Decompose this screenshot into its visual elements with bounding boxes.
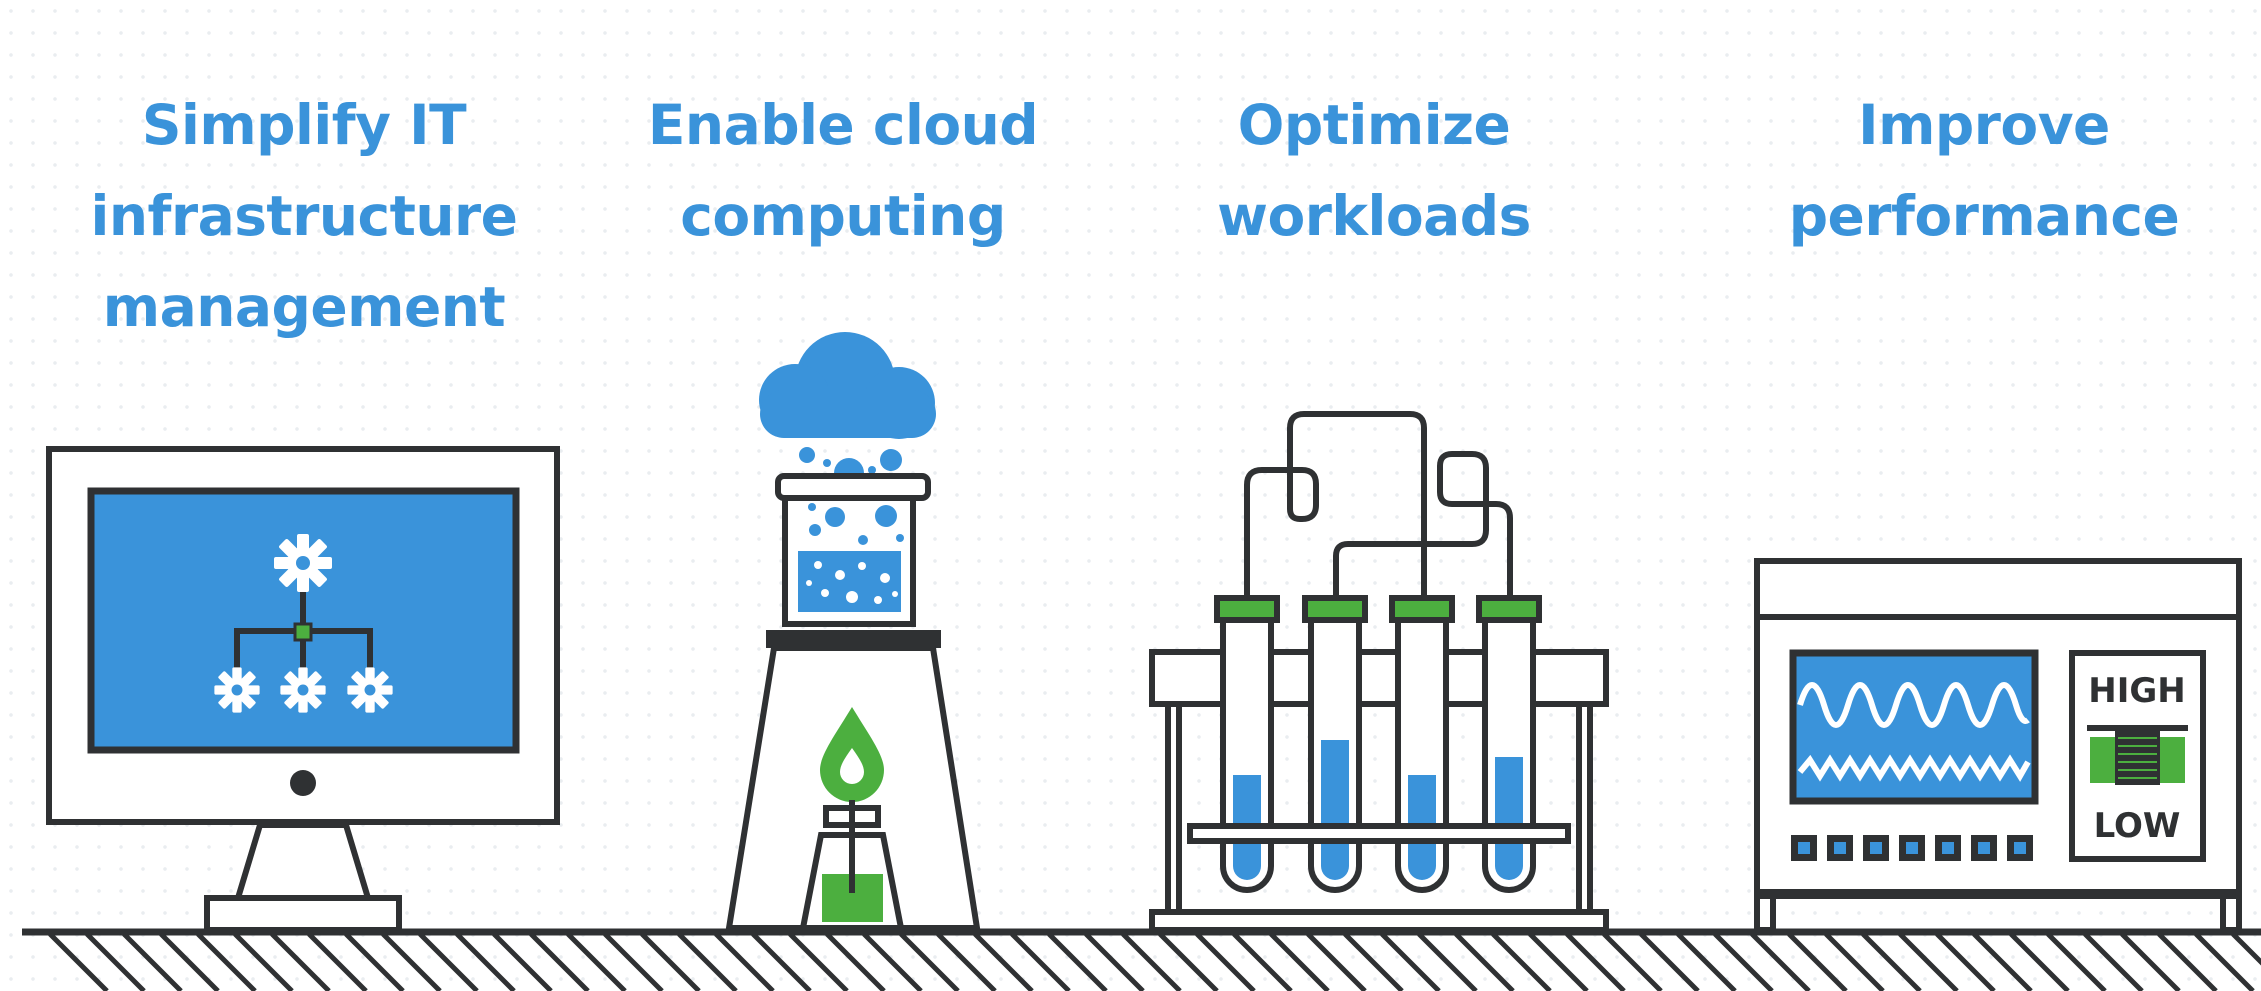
floor-hatch-line xyxy=(2083,934,2144,991)
floor-hatch-line xyxy=(899,934,960,991)
floor-hatch-line xyxy=(2046,934,2107,991)
floor-hatch-line xyxy=(1787,934,1848,991)
floor-hatch-line xyxy=(973,934,1034,991)
floor-hatch-line xyxy=(122,934,183,991)
floor-hatch-line xyxy=(1380,934,1441,991)
floor-hatch-line xyxy=(825,934,886,991)
bunsen-burner xyxy=(799,707,905,931)
headline-optimize-workloads: Optimize workloads xyxy=(1217,80,1531,262)
floor-hatch-line xyxy=(344,934,405,991)
floor-hatch-line xyxy=(2231,934,2261,966)
floor xyxy=(22,928,2261,991)
floor-hatch-line xyxy=(1047,934,1108,991)
floor-hatch-line xyxy=(1750,934,1811,991)
floor-hatch-line xyxy=(1639,934,1700,991)
test-tubes xyxy=(1187,595,1571,893)
floor-hatch-line xyxy=(714,934,775,991)
headline-line: performance xyxy=(1788,184,2180,248)
headline-line: Optimize xyxy=(1237,93,1511,157)
floor-hatch-line xyxy=(677,934,738,991)
floor-hatch-line xyxy=(2157,934,2218,991)
floor-hatch-line xyxy=(1491,934,1552,991)
waveform-zigzag xyxy=(1797,754,2031,782)
floor-hatch-line xyxy=(1269,934,1330,991)
floor-hatch-line xyxy=(751,934,812,991)
floor-hatch-line xyxy=(1417,934,1478,991)
floor-hatch-line xyxy=(1935,934,1996,991)
floor-hatch-line xyxy=(2009,934,2070,991)
analyzer-machine: HIGH LOW xyxy=(1754,558,2242,933)
floor-hatch-line xyxy=(1972,934,2033,991)
gauge-low-label: LOW xyxy=(2094,806,2181,846)
test-tube xyxy=(1214,595,1280,893)
slider-handle xyxy=(2115,727,2160,785)
beaker xyxy=(775,473,931,627)
floor-hatch-line xyxy=(1454,934,1515,991)
floor-hatch-line xyxy=(566,934,627,991)
floor-hatch-line xyxy=(159,934,220,991)
floor-hatch-line xyxy=(48,934,109,991)
floor-hatch-line xyxy=(1084,934,1145,991)
floor-hatch-line xyxy=(85,934,146,991)
floor-hatch-line xyxy=(2194,934,2255,991)
floor-hatch-line xyxy=(418,934,479,991)
floor-hatch-line xyxy=(1343,934,1404,991)
floor-hatch-line xyxy=(1158,934,1219,991)
headline-simplify-it: Simplify IT infrastructure management xyxy=(91,80,518,353)
floor-hatch-line xyxy=(1121,934,1182,991)
test-tube-tubing xyxy=(1244,411,1513,598)
floor-hatch-line xyxy=(381,934,442,991)
test-tube xyxy=(1302,595,1368,893)
waveform-sine xyxy=(1797,682,2030,728)
test-tube xyxy=(1389,595,1455,893)
floor-hatch-line xyxy=(640,934,701,991)
headline-enable-cloud: Enable cloud computing xyxy=(647,80,1039,262)
floor-hatch-line xyxy=(1602,934,1663,991)
cloud-icon xyxy=(759,332,936,439)
floor-hatch-line xyxy=(270,934,331,991)
floor-hatch-line xyxy=(233,934,294,991)
headline-line: Simplify IT xyxy=(141,93,467,157)
floor-hatch-line xyxy=(936,934,997,991)
floor-hatch-line xyxy=(1565,934,1626,991)
headline-line: management xyxy=(102,275,506,339)
floor-hatch-line xyxy=(307,934,368,991)
floor-hatch-line xyxy=(1824,934,1885,991)
gauge-high-label: HIGH xyxy=(2088,671,2185,711)
headline-line: workloads xyxy=(1217,184,1531,248)
floor-hatch-line xyxy=(1306,934,1367,991)
headline-line: computing xyxy=(680,184,1006,248)
floor-hatch-line xyxy=(862,934,923,991)
floor-hatch-line xyxy=(196,934,257,991)
floor-hatch-line xyxy=(1861,934,1922,991)
floor-hatch-line xyxy=(1713,934,1774,991)
test-tube xyxy=(1476,595,1542,893)
network-gears-icon xyxy=(214,534,393,713)
floor-hatch-line xyxy=(1232,934,1293,991)
floor-hatch-line xyxy=(1195,934,1256,991)
headline-line: Improve xyxy=(1858,93,2110,157)
floor-hatch-line xyxy=(603,934,664,991)
floor-hatch-line xyxy=(492,934,553,991)
headline-line: Enable cloud xyxy=(647,93,1039,157)
floor-hatch-line xyxy=(788,934,849,991)
floor-hatch-line xyxy=(455,934,516,991)
floor-hatch-line xyxy=(1676,934,1737,991)
floor-hatch-line xyxy=(1528,934,1589,991)
headline-line: infrastructure xyxy=(90,184,518,248)
floor-hatch-line xyxy=(1010,934,1071,991)
floor-hatch-line xyxy=(1898,934,1959,991)
floor-hatch-line xyxy=(2120,934,2181,991)
headline-improve-performance: Improve performance xyxy=(1789,80,2180,262)
floor-hatch-line xyxy=(529,934,590,991)
